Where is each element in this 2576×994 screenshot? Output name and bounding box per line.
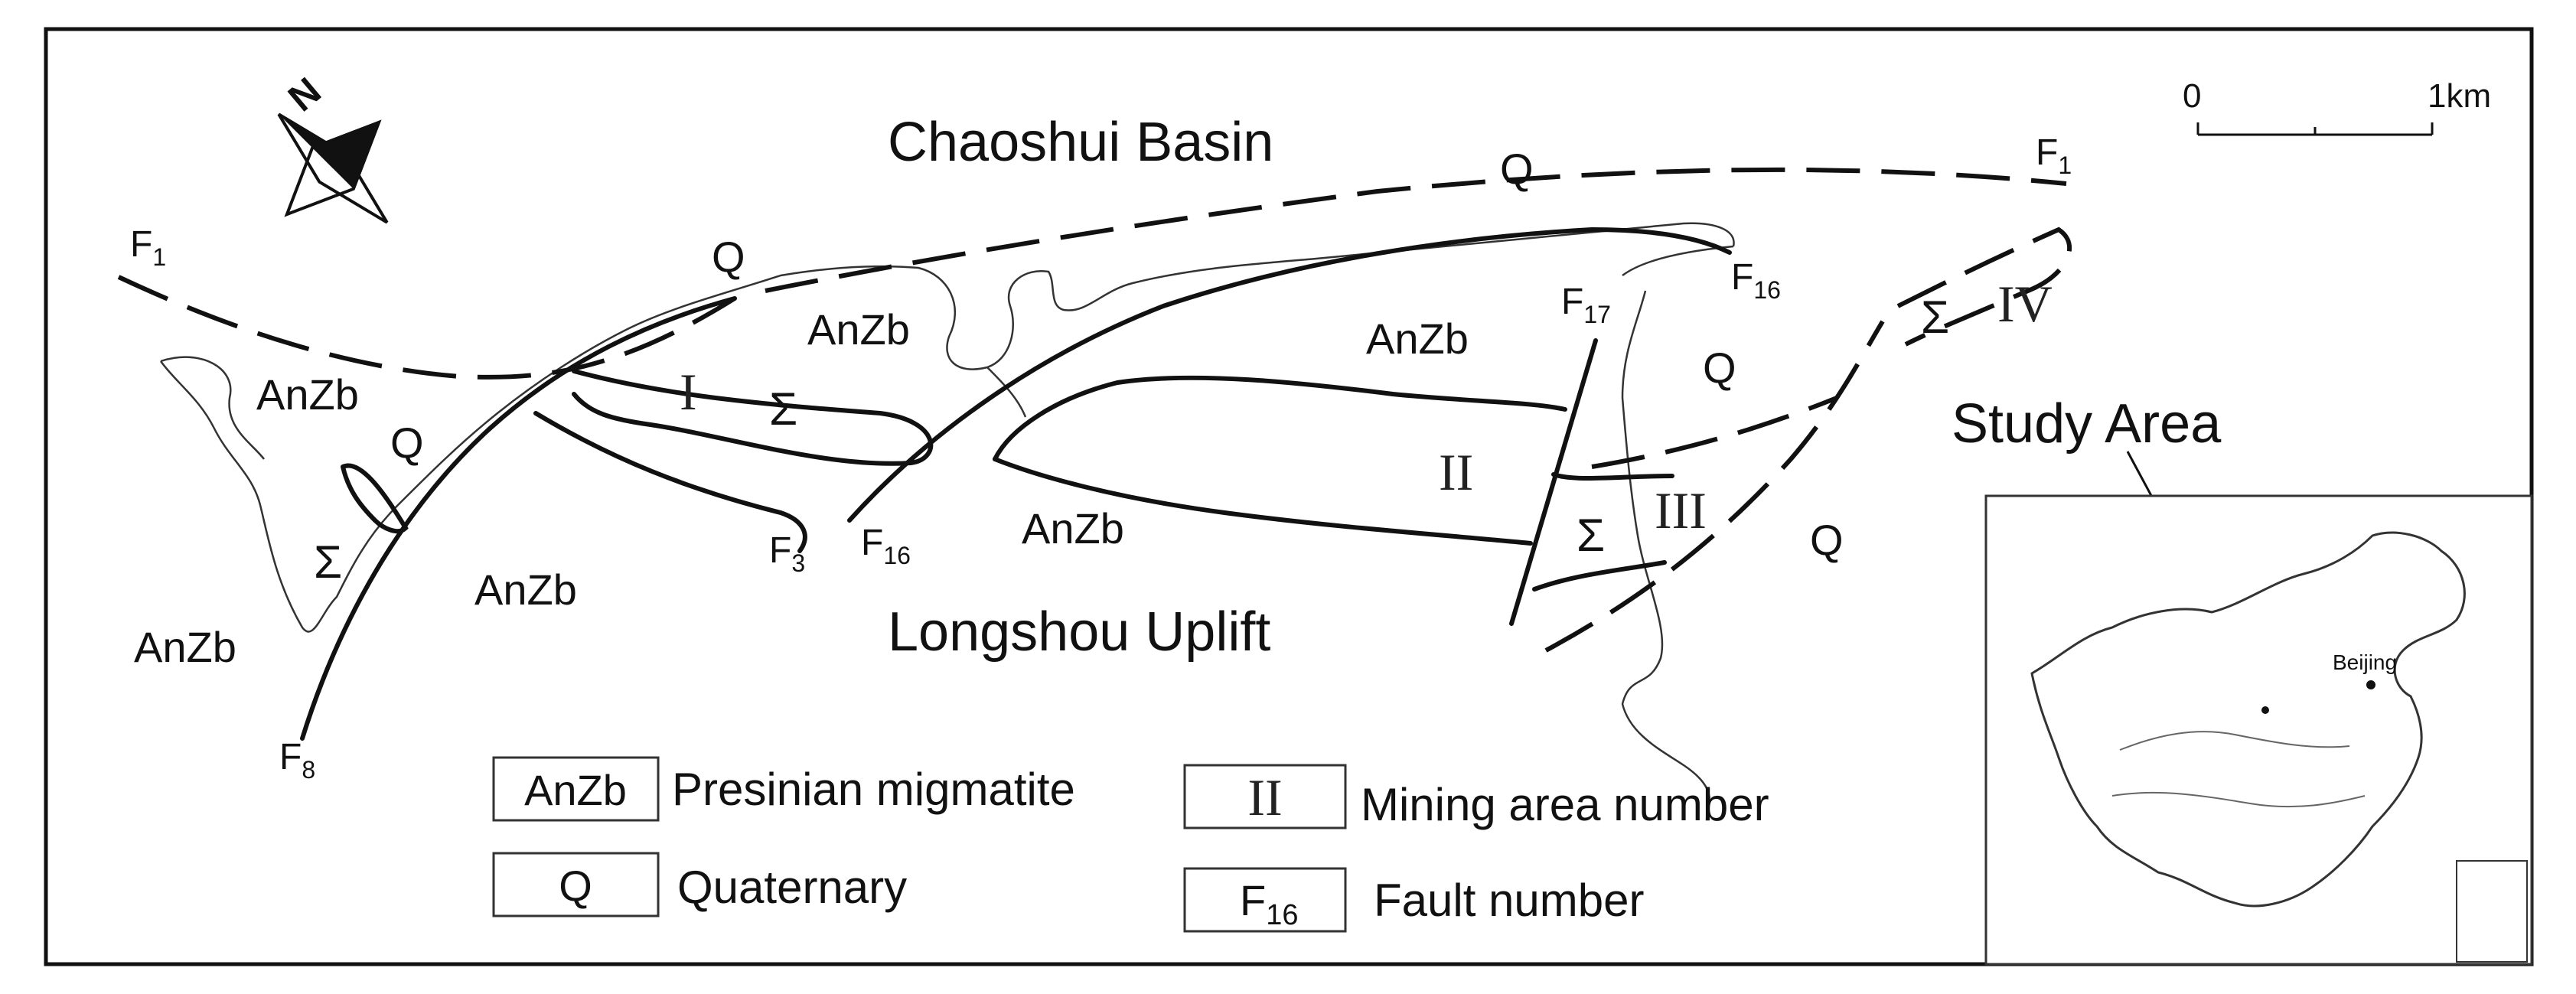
q-label: Q — [712, 233, 745, 281]
scale-end: 1km — [2428, 77, 2491, 115]
legend-symbol-fault: F16 — [1240, 876, 1299, 931]
q-label: Q — [1500, 145, 1534, 193]
anzb-label: AnZb — [474, 565, 577, 614]
anzb-label: AnZb — [134, 623, 236, 671]
china-outline — [2030, 531, 2466, 908]
fault-label-f8: F8 — [279, 737, 315, 784]
river-icon — [2119, 731, 2350, 751]
fault-label-f3: F3 — [769, 530, 805, 577]
beijing-marker — [2366, 680, 2375, 689]
basin-label: Chaoshui Basin — [888, 112, 1273, 173]
legend-label-anzb: Presinian migmatite — [672, 764, 1075, 815]
fault-label-f17: F17 — [1561, 282, 1611, 328]
fault-label-f16: F16 — [1731, 257, 1781, 304]
legend-label-q: Quaternary — [677, 862, 907, 913]
legend-symbol-q: Q — [559, 862, 592, 910]
mining-area-label: I — [680, 363, 697, 421]
north-label: N — [280, 69, 329, 119]
study-area-marker — [2261, 706, 2269, 714]
uplift-label: Longshou Uplift — [888, 601, 1270, 663]
beijing-label: Beijing — [2333, 650, 2397, 674]
legend-symbol-mining: II — [1247, 768, 1282, 826]
legend: AnZb Presinian migmatite Q Quaternary II… — [492, 756, 1769, 933]
mining-area-label: III — [1655, 481, 1707, 539]
sigma-label: Σ — [314, 536, 342, 588]
anzb-label: AnZb — [1366, 314, 1469, 363]
legend-symbol-anzb: AnZb — [524, 766, 627, 814]
inset-map-frame — [1984, 494, 2533, 966]
anzb-label: AnZb — [807, 305, 910, 354]
river-icon — [2111, 791, 2366, 808]
legend-swatch-q — [492, 852, 660, 917]
sigma-label: Σ — [1577, 510, 1605, 561]
legend-label-mining: Mining area number — [1361, 779, 1769, 830]
south-sea-inset — [2456, 860, 2528, 963]
fault-label-f1: F1 — [130, 224, 166, 271]
legend-swatch-fault — [1183, 867, 1347, 933]
fault-label-f16: F16 — [861, 523, 911, 569]
dashed-faults — [117, 167, 2072, 653]
mining-area-label: II — [1439, 443, 1473, 501]
q-label: Q — [1810, 516, 1844, 564]
sigma-label: Σ — [769, 383, 797, 435]
mining-area-label: IV — [1997, 275, 2053, 333]
north-arrow-icon — [277, 112, 389, 224]
anzb-label: AnZb — [256, 370, 359, 419]
fault-lines — [300, 227, 1732, 741]
fault-label-f1: F1 — [2036, 132, 2072, 179]
thin-contacts — [159, 222, 1735, 812]
scale-bar — [2196, 122, 2434, 136]
legend-swatch-anzb — [492, 756, 660, 822]
q-label: Q — [1703, 344, 1736, 392]
scale-start: 0 — [2183, 77, 2201, 115]
anzb-label: AnZb — [1022, 504, 1124, 552]
q-label: Q — [390, 419, 424, 467]
legend-swatch-mining — [1183, 764, 1347, 829]
study-area-label: Study Area — [1952, 393, 2222, 455]
sigma-label: Σ — [1921, 292, 1949, 343]
legend-label-fault: Fault number — [1374, 875, 1645, 926]
